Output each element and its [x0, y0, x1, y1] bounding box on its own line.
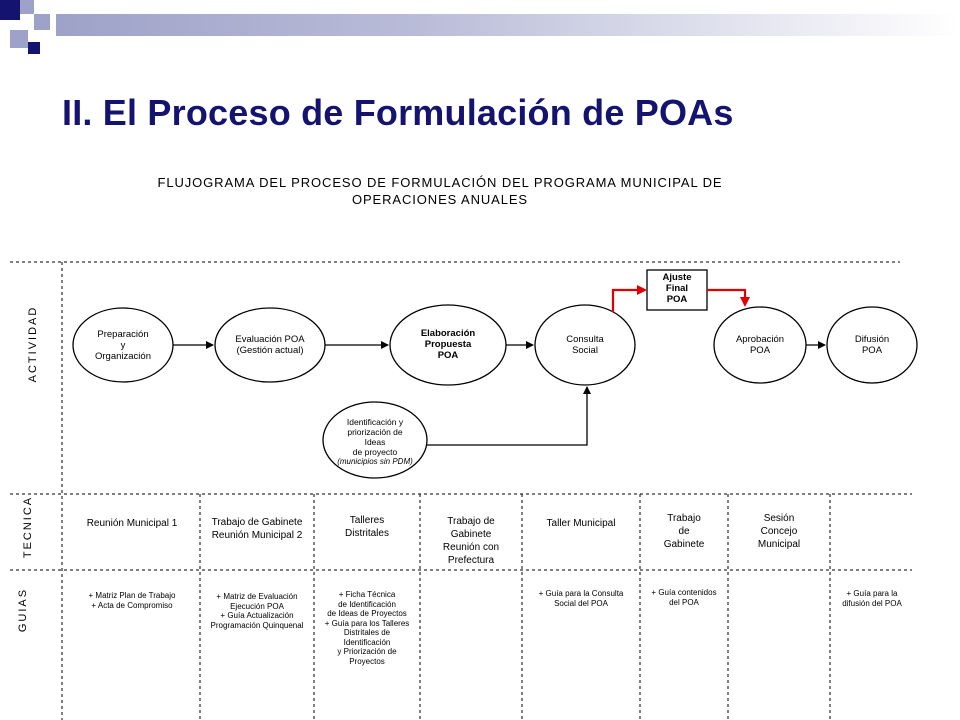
- node-difusion-text: Difusión POA: [854, 334, 890, 356]
- decor-square-light: [20, 0, 34, 14]
- node-identificacion: [322, 401, 428, 479]
- tecnica-col-7: Sesión Concejo Municipal: [757, 513, 801, 550]
- decor-square-light: [34, 14, 50, 30]
- tecnica-col-1: Reunión Municipal 1: [86, 518, 178, 529]
- flowchart-title: FLUJOGRAMA DEL PROCESO DE FORMULACIÓN DE…: [110, 174, 770, 208]
- decor-square-dark: [0, 0, 20, 20]
- guias-col-6: + Guía contenidos del POA: [651, 588, 717, 607]
- tecnica-col-5: Taller Municipal: [546, 518, 616, 529]
- guias-col-2: + Matriz de Evaluación Ejecución POA + G…: [210, 592, 304, 630]
- arrow-consulta-ajuste: [611, 285, 647, 312]
- lane-label-guias: GUIAS: [17, 587, 29, 633]
- flowchart-title-line-2: OPERACIONES ANUALES: [351, 192, 529, 207]
- node-consulta-text: Consulta Social: [566, 334, 604, 356]
- tecnica-col-2: Trabajo de Gabinete Reunión Municipal 2: [211, 517, 303, 541]
- node-ajuste: [646, 269, 708, 311]
- node-aprobacion-text: Aprobación POA: [735, 334, 785, 356]
- node-identificacion-text: Identificación y priorización de Ideas d…: [323, 417, 427, 467]
- arrow-ajuste-aprobacion: [707, 288, 750, 307]
- flowchart-title-line-1: FLUJOGRAMA DEL PROCESO DE FORMULACIÓN DE…: [157, 175, 723, 190]
- slide-title: II. El Proceso de Formulación de POAs: [62, 92, 734, 133]
- decor-square-dark: [28, 42, 40, 54]
- arrow-identificacion-consulta: [427, 386, 591, 446]
- guias-col-5: + Guía para la Consulta Social del POA: [538, 589, 624, 608]
- tecnica-col-4: Trabajo de Gabinete Reunión con Prefectu…: [442, 516, 500, 566]
- node-ajuste-text: Ajuste Final POA: [662, 272, 692, 305]
- guias-col-8: + Guía para la difusión del POA: [842, 589, 902, 608]
- node-difusion: [826, 306, 918, 384]
- header-gradient-bar: [56, 14, 960, 36]
- decor-square-light: [10, 30, 28, 48]
- node-elaboracion-text: Elaboración Propuesta POA: [420, 328, 476, 361]
- tecnica-col-6: Trabajo de Gabinete: [663, 513, 705, 550]
- node-consulta: [534, 304, 636, 386]
- node-evaluacion-text: Evaluación POA (Gestión actual): [235, 334, 305, 356]
- guias-col-3: + Ficha Técnica de Identificación de Ide…: [324, 590, 410, 666]
- tecnica-col-3: Talleres Distritales: [345, 515, 389, 539]
- lane-label-actividad: ACTIVIDAD: [27, 305, 39, 383]
- node-preparacion-text: Preparación y Organización: [95, 329, 151, 362]
- node-identificacion-note: (municipios sin PDM): [337, 457, 413, 466]
- lane-label-tecnica: TECNICA: [22, 495, 34, 559]
- guias-col-1: + Matriz Plan de Trabajo + Acta de Compr…: [88, 591, 176, 610]
